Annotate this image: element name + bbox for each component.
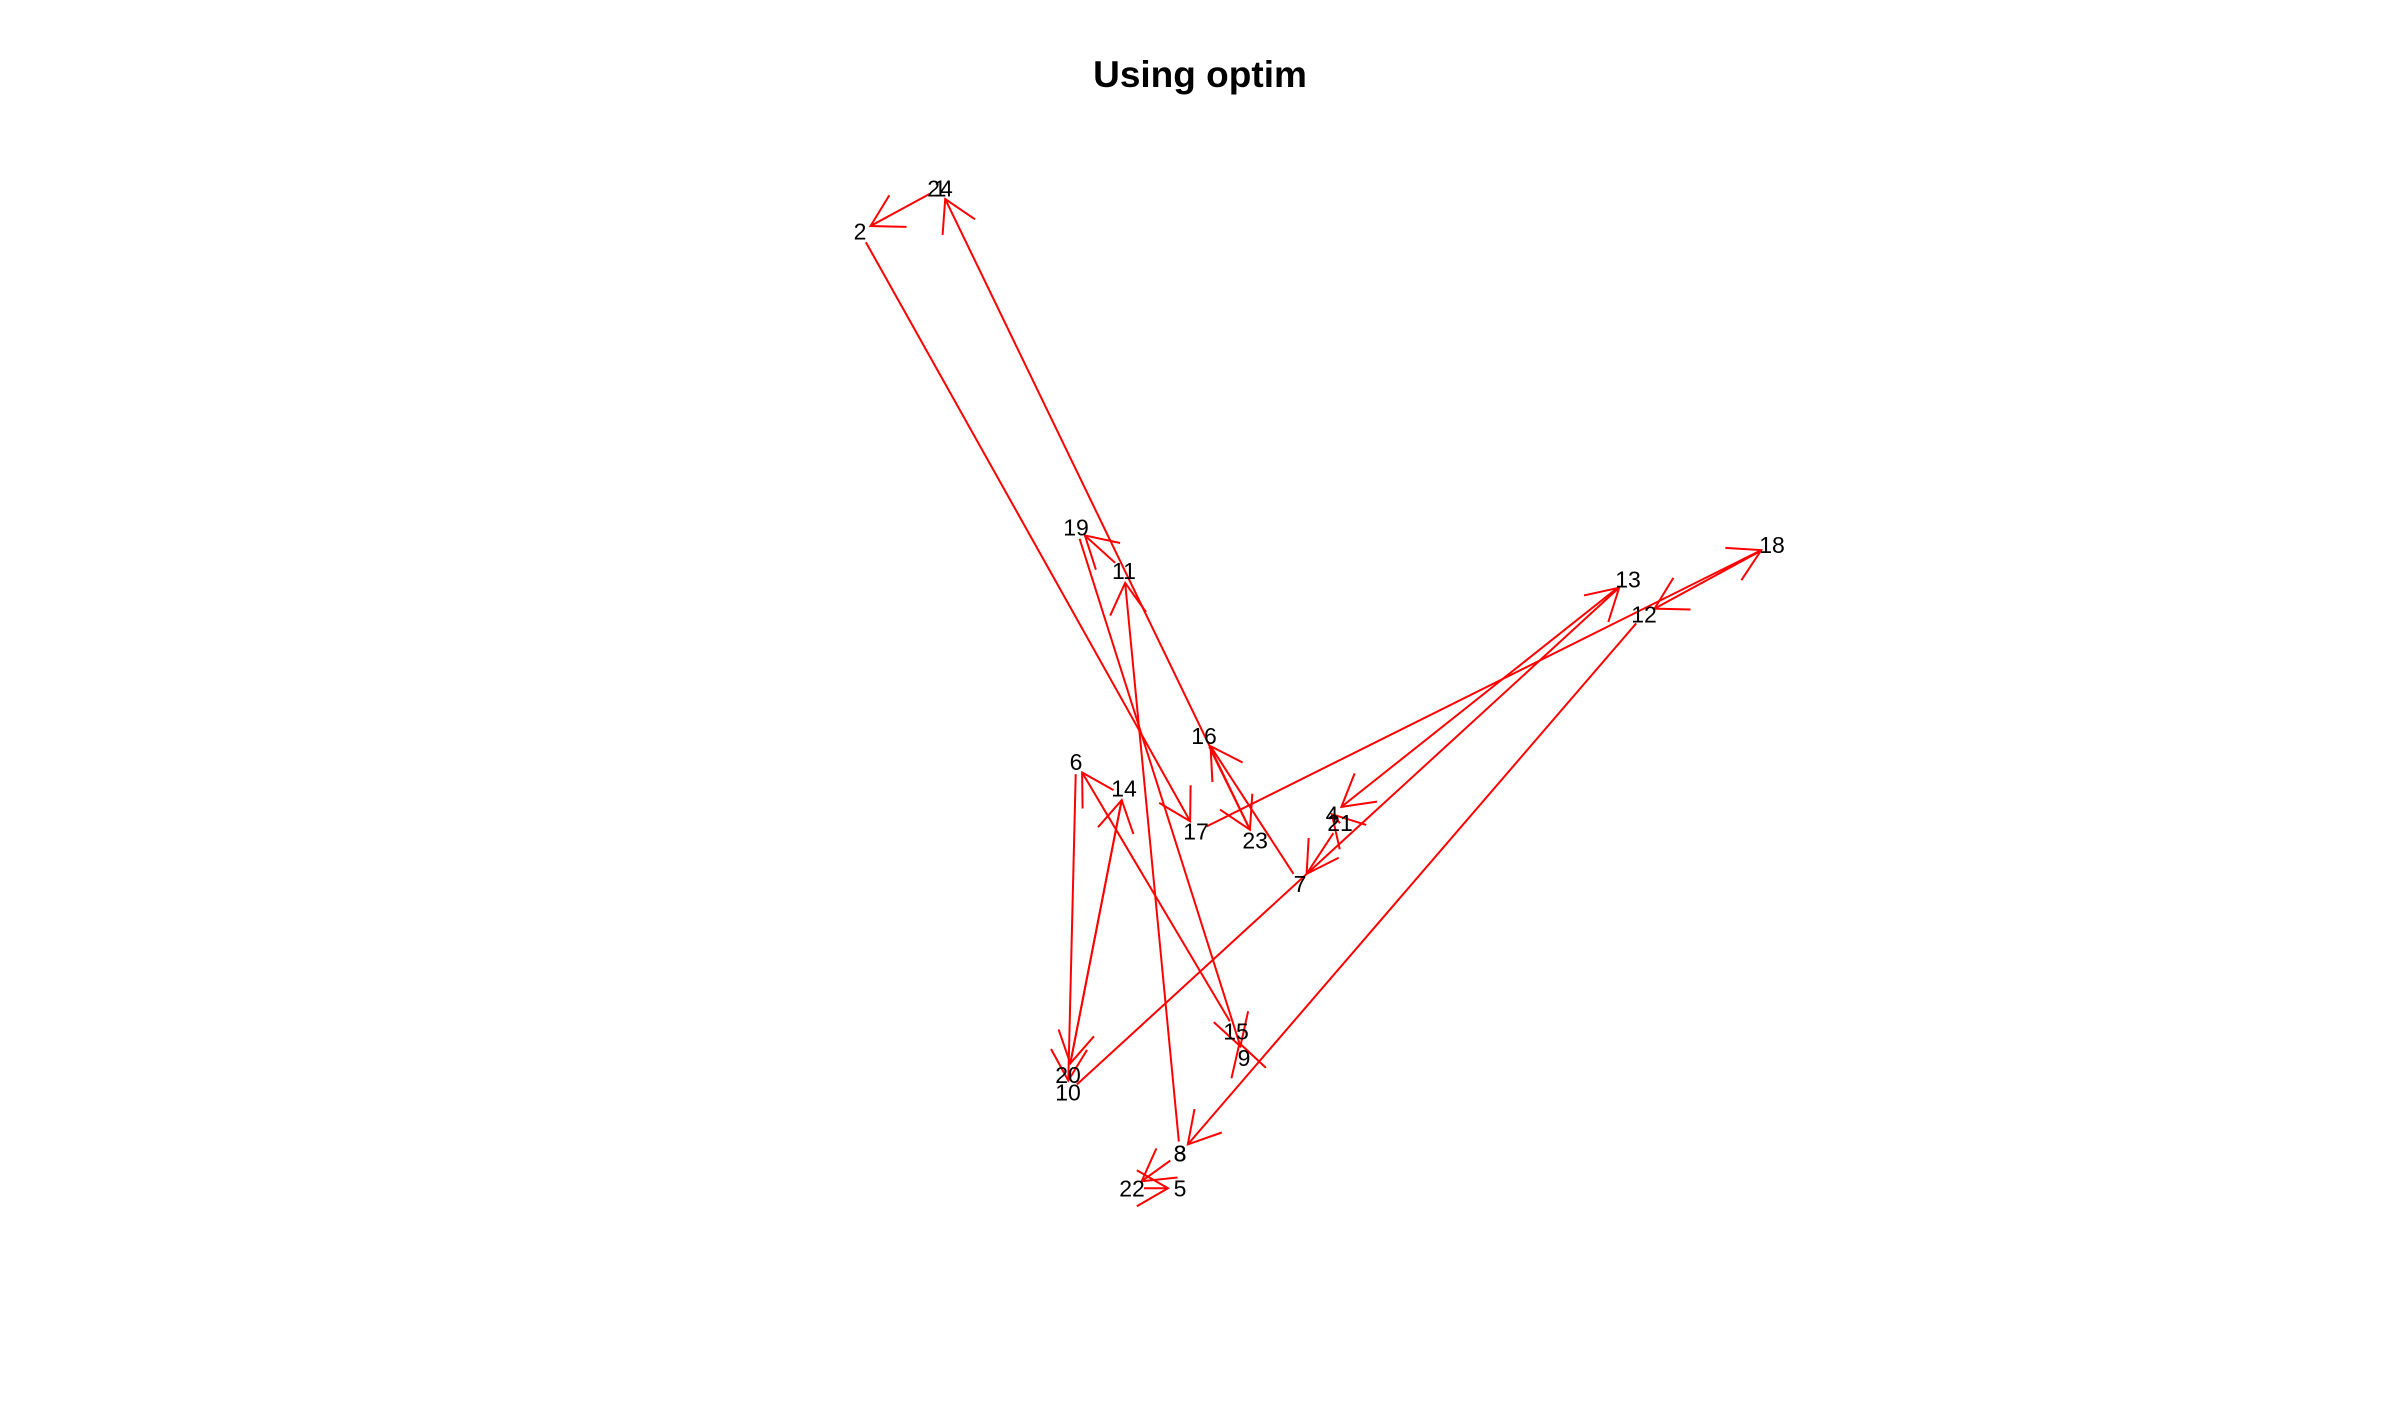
arrow-head [1652, 577, 1691, 611]
arrow-head [1339, 773, 1378, 809]
arrow-head [868, 194, 907, 228]
arrow-head [1081, 770, 1115, 809]
arrow-head [1305, 837, 1340, 876]
arrow-14-to-20 [1057, 799, 1123, 1066]
arrow-head [1230, 1041, 1267, 1079]
arrow-shaft [1206, 549, 1762, 828]
arrow-head [1140, 1147, 1178, 1183]
arrow-shaft [1076, 586, 1620, 1086]
arrow-6-to-10 [1050, 774, 1088, 1083]
arrow-17-to-18 [1206, 546, 1764, 828]
arrow-shaft [870, 193, 930, 227]
arrow-shaft [1305, 832, 1335, 875]
chart-title: Using optim [1093, 54, 1307, 95]
point-label-14: 14 [1111, 775, 1137, 801]
point-label-23: 23 [1242, 827, 1268, 853]
arrow-head [941, 197, 976, 236]
point-label-12: 12 [1631, 601, 1657, 627]
arrow-head [1219, 793, 1254, 832]
arrow-head [1083, 534, 1121, 571]
arrow-21-to-7 [1305, 832, 1340, 876]
point-label-9: 9 [1238, 1045, 1251, 1071]
arrow-head [1109, 580, 1147, 616]
arrow-shaft [1124, 582, 1180, 1142]
arrow-head [1213, 1011, 1250, 1049]
point-label-3: 3 [1174, 1140, 1187, 1166]
point-label-6: 6 [1070, 749, 1083, 775]
arrow-shaft [1078, 538, 1242, 1047]
arrow-4-to-21 [1330, 812, 1367, 850]
point-label-16: 16 [1191, 723, 1217, 749]
point-label-22: 22 [1119, 1175, 1145, 1201]
arrow-shaft [1084, 534, 1116, 564]
point-label-20: 20 [1055, 1062, 1081, 1088]
point-label-11: 11 [1112, 558, 1136, 584]
arrow-head [1050, 1048, 1088, 1083]
arrow-shaft [1340, 586, 1620, 808]
point-label-10: 10 [1055, 1080, 1081, 1106]
arrow-8-to-22 [1140, 1147, 1178, 1183]
point-label-2: 2 [854, 219, 867, 245]
arrow-head [1186, 1108, 1223, 1146]
arrow-shaft [1331, 813, 1341, 824]
arrow-3-to-11 [1109, 580, 1180, 1142]
arrow-2-to-17 [864, 241, 1192, 824]
point-label-5: 5 [1174, 1175, 1187, 1201]
point-label-19: 19 [1063, 514, 1089, 540]
point-label-1: 1 [934, 175, 947, 201]
arrow-head [1583, 586, 1621, 623]
arrow-11-to-19 [1083, 534, 1121, 571]
arrow-9-to-15 [1230, 1041, 1267, 1079]
arrow-19-to-9 [1078, 538, 1250, 1049]
arrow-23-to-24 [941, 197, 1251, 831]
arrow-head [1158, 785, 1192, 824]
point-label-7: 7 [1294, 871, 1307, 897]
point-label-13: 13 [1615, 567, 1641, 593]
arrow-15-to-6 [1081, 770, 1231, 1022]
point-label-24: 24 [927, 175, 953, 201]
arrow-shaft [1069, 799, 1123, 1064]
arrow-shaft [1654, 549, 1762, 610]
point-label-17: 17 [1183, 819, 1209, 845]
arrow-18-to-12 [1652, 549, 1762, 611]
arrow-20-to-14 [1069, 798, 1135, 1064]
arrow-shaft [1141, 1159, 1171, 1183]
arrow-head [1725, 546, 1764, 581]
arrows-layer [864, 193, 1764, 1208]
arrow-24-to-2 [868, 193, 930, 228]
arrow-12-to-8 [1186, 622, 1637, 1146]
arrow-shaft [1081, 771, 1231, 1022]
arrow-shaft [944, 198, 1251, 831]
point-label-15: 15 [1223, 1019, 1249, 1045]
arrow-13-to-4 [1339, 586, 1620, 809]
point-label-4: 4 [1326, 801, 1339, 827]
arrow-head [1057, 1029, 1095, 1066]
arrow-shaft [1067, 774, 1077, 1081]
point-label-21: 21 [1327, 810, 1353, 836]
arrow-shaft [864, 241, 1192, 822]
arrow-head [1136, 1169, 1170, 1208]
arrow-head [1330, 812, 1367, 850]
arrow-head [1209, 744, 1244, 783]
arrow-10-to-13 [1076, 586, 1621, 1086]
arrow-22-to-5 [1136, 1169, 1170, 1208]
point-label-8: 8 [1174, 1140, 1187, 1166]
point-label-18: 18 [1759, 532, 1785, 558]
arrow-shaft [1187, 622, 1637, 1146]
